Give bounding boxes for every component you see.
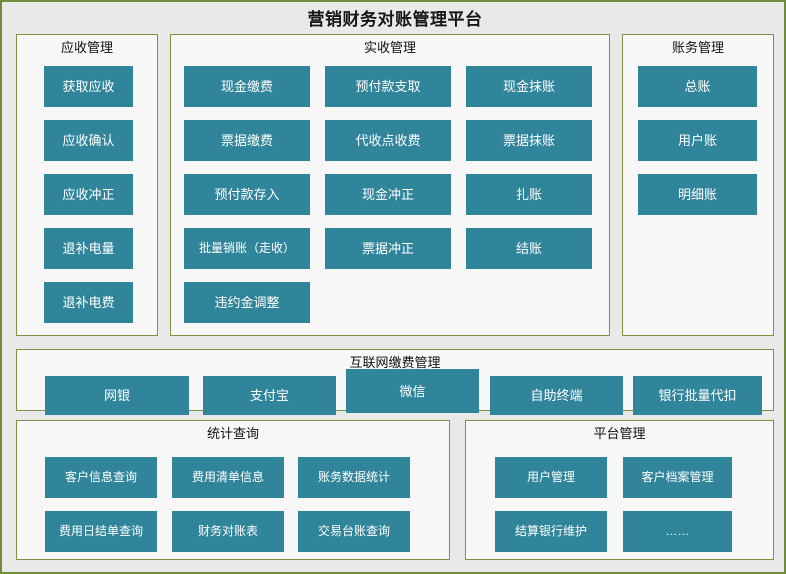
panel-stats-title: 统计查询 <box>206 426 259 441</box>
button-penalty-adjustment[interactable]: 违约金调整 <box>184 282 310 323</box>
button-daily-fee-statement-query[interactable]: 费用日结单查询 <box>45 511 157 552</box>
panel-receivable-title: 应收管理 <box>60 40 113 55</box>
button-wechat[interactable]: 微信 <box>346 369 479 413</box>
button-refund-electricity-fee[interactable]: 退补电费 <box>44 282 133 323</box>
button-settle-account[interactable]: 结账 <box>466 228 592 269</box>
panel-statistics-query: 统计查询 客户信息查询 费用清单信息 账务数据统计 费用日结单查询 财务对账表 … <box>16 420 450 560</box>
button-alipay[interactable]: 支付宝 <box>203 376 336 415</box>
button-prepayment-withdrawal[interactable]: 预付款支取 <box>325 66 451 107</box>
button-bank-batch-deduction[interactable]: 银行批量代扣 <box>633 376 762 415</box>
button-balance-account[interactable]: 扎账 <box>466 174 592 215</box>
button-online-banking[interactable]: 网银 <box>45 376 189 415</box>
panel-account-management: 账务管理 总账 用户账 明细账 <box>622 34 774 336</box>
panel-internet-payment-management: 互联网缴费管理 网银 支付宝 微信 自助终端 银行批量代扣 <box>16 349 774 415</box>
button-bill-payment[interactable]: 票据缴费 <box>184 120 310 161</box>
button-reverse-receivable[interactable]: 应收冲正 <box>44 174 133 215</box>
button-transaction-ledger-query[interactable]: 交易台账查询 <box>298 511 410 552</box>
button-customer-info-query[interactable]: 客户信息查询 <box>45 457 157 498</box>
button-general-ledger[interactable]: 总账 <box>638 66 757 107</box>
button-confirm-receivable[interactable]: 应收确认 <box>44 120 133 161</box>
page-title: 营销财务对账管理平台 <box>307 10 483 29</box>
button-user-ledger[interactable]: 用户账 <box>638 120 757 161</box>
button-cash-reversal[interactable]: 现金冲正 <box>325 174 451 215</box>
button-customer-archive-management[interactable]: 客户档案管理 <box>623 457 732 498</box>
button-detail-ledger[interactable]: 明细账 <box>638 174 757 215</box>
button-fee-list-info[interactable]: 费用清单信息 <box>172 457 284 498</box>
panel-actual-receipt-management: 实收管理 现金缴费 票据缴费 预付款存入 批量销账（走收） 违约金调整 预付款支… <box>170 34 610 336</box>
button-agent-point-charge[interactable]: 代收点收费 <box>325 120 451 161</box>
panel-platform-management: 平台管理 用户管理 客户档案管理 结算银行维护 …… <box>465 420 774 560</box>
button-user-management[interactable]: 用户管理 <box>495 457 607 498</box>
panel-actual-title: 实收管理 <box>363 40 416 55</box>
button-obtain-receivable[interactable]: 获取应收 <box>44 66 133 107</box>
button-bill-reversal[interactable]: 票据冲正 <box>325 228 451 269</box>
button-account-data-statistics[interactable]: 账务数据统计 <box>298 457 410 498</box>
panel-account-title: 账务管理 <box>671 40 724 55</box>
button-refund-electricity-quantity[interactable]: 退补电量 <box>44 228 133 269</box>
button-settlement-bank-maintenance[interactable]: 结算银行维护 <box>495 511 607 552</box>
panel-receivable-management: 应收管理 获取应收 应收确认 应收冲正 退补电量 退补电费 <box>16 34 158 336</box>
button-self-service-terminal[interactable]: 自助终端 <box>490 376 623 415</box>
button-financial-reconciliation-report[interactable]: 财务对账表 <box>172 511 284 552</box>
button-prepayment-deposit[interactable]: 预付款存入 <box>184 174 310 215</box>
button-bill-writeoff[interactable]: 票据抹账 <box>466 120 592 161</box>
button-cash-writeoff[interactable]: 现金抹账 <box>466 66 592 107</box>
panel-internet-title: 互联网缴费管理 <box>349 355 441 370</box>
button-batch-writeoff[interactable]: 批量销账（走收） <box>184 228 310 269</box>
button-cash-payment[interactable]: 现金缴费 <box>184 66 310 107</box>
panel-platform-title: 平台管理 <box>593 426 646 441</box>
button-more-placeholder[interactable]: …… <box>623 511 732 552</box>
